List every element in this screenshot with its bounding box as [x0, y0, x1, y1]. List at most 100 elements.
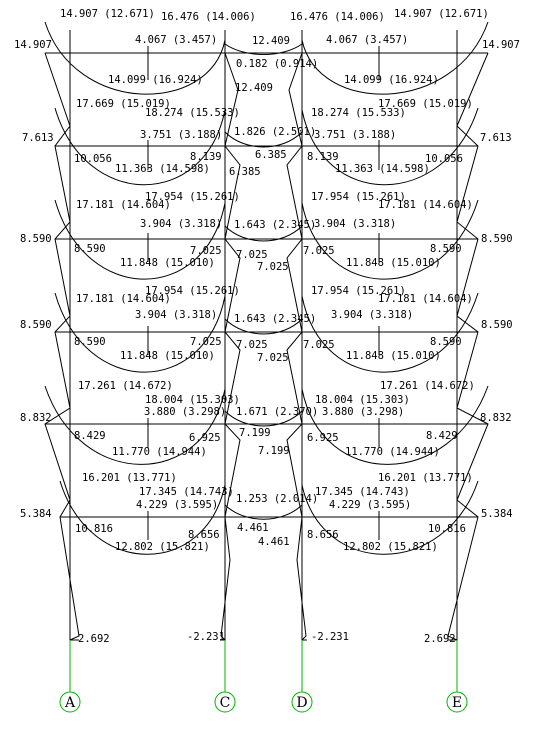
moment-label: 14.099 (16.924) — [344, 74, 439, 86]
grid-lines — [69, 640, 458, 692]
f2-span-right-moment — [301, 385, 489, 465]
moment-label: 8.590 — [74, 243, 106, 255]
moment-label: 5.384 — [481, 508, 513, 520]
moment-label: 8.590 — [481, 233, 513, 245]
moment-label: 8.139 — [307, 151, 339, 163]
moment-label: 1.826 (2.501) — [234, 126, 316, 138]
moment-label: 17.954 (15.261) — [145, 285, 240, 297]
moment-label: 11.363 (14.598) — [335, 163, 430, 175]
beam-lines — [45, 52, 488, 518]
moment-label: 11.848 (15.010) — [120, 350, 215, 362]
moment-label: 11.770 (14.944) — [345, 446, 440, 458]
moment-label: 12.802 (15.821) — [115, 541, 210, 553]
grid-bubble-c — [214, 691, 236, 713]
midspan-ticks — [147, 46, 380, 540]
moment-label: 10.056 — [425, 153, 463, 165]
f4-span-right-moment — [301, 199, 479, 280]
moment-label: 14.907 (12.671) — [60, 8, 155, 20]
f5-span-mid-moment — [224, 131, 303, 148]
moment-label: 17.345 (14.743) — [139, 486, 234, 498]
moment-label: 10.816 — [75, 523, 113, 535]
base-moment-label-d: -2.231 — [311, 631, 349, 643]
moment-label: 6.925 — [307, 432, 339, 444]
moment-label: 11.848 (15.010) — [346, 350, 441, 362]
moment-label: 7.613 — [480, 132, 512, 144]
moment-label: 16.476 (14.006) — [290, 11, 385, 23]
moment-label: 3.904 (3.318) — [314, 218, 396, 230]
moment-label: 17.181 (14.604) — [76, 199, 171, 211]
f1-span-right-moment — [301, 480, 479, 555]
moment-label: 8.590 — [430, 336, 462, 348]
f4-span-left-moment — [54, 199, 226, 280]
moment-label: 4.229 (3.595) — [329, 499, 411, 511]
moment-label: 4.461 — [237, 522, 269, 534]
moment-label: 11.848 (15.010) — [346, 257, 441, 269]
grid-bubbles: A C D E — [59, 691, 468, 713]
base-moment-label-a: 2.692 — [78, 633, 110, 645]
moment-label: 7.025 — [303, 339, 335, 351]
moment-label: 1.643 (2.345) — [234, 219, 316, 231]
column-d-moment — [286, 52, 307, 641]
moment-label: 18.274 (15.533) — [145, 107, 240, 119]
moment-label: 1.253 (2.014) — [236, 493, 318, 505]
moment-label: 6.385 — [229, 166, 261, 178]
moment-label: 7.025 — [236, 249, 268, 261]
grid-label-e: E — [452, 695, 462, 711]
moment-label: 4.067 (3.457) — [135, 34, 217, 46]
moment-label: 4.067 (3.457) — [326, 34, 408, 46]
moment-label: 4.229 (3.595) — [136, 499, 218, 511]
column-a-moment — [44, 52, 80, 641]
base-moment-label-c: -2.231 — [187, 631, 225, 643]
grid-label-d: D — [296, 695, 307, 711]
moment-label: 8.139 — [190, 151, 222, 163]
moment-label: 12.409 — [252, 35, 290, 47]
moment-label: 8.590 — [481, 319, 513, 331]
moment-label: 3.904 (3.318) — [140, 218, 222, 230]
beam-moment-curves — [44, 21, 489, 555]
moment-label: 8.429 — [74, 430, 106, 442]
moment-label: 8.832 — [20, 412, 52, 424]
grid-label-c: C — [220, 695, 231, 711]
moment-label: 17.954 (15.261) — [311, 191, 406, 203]
moment-label: 17.345 (14.743) — [315, 486, 410, 498]
moment-label: 17.669 (15.019) — [378, 98, 473, 110]
moment-label: 18.274 (15.533) — [311, 107, 406, 119]
f1-span-left-moment — [59, 480, 226, 555]
moment-label: 8.590 — [74, 336, 106, 348]
moment-label: 5.384 — [20, 508, 52, 520]
moment-label: 6.385 — [255, 149, 287, 161]
moment-label: 10.816 — [428, 523, 466, 535]
moment-label: 1.643 (2.345) — [234, 313, 316, 325]
moment-label: 3.904 (3.318) — [331, 309, 413, 321]
column-e-moment — [447, 52, 489, 641]
moment-labels: 14.907 (12.671) 16.476 (14.006) 16.476 (… — [14, 8, 520, 645]
moment-label: 14.907 — [482, 39, 520, 51]
moment-label: 7.199 — [239, 427, 271, 439]
roof-span-left-moment — [44, 21, 226, 95]
moment-label: 3.751 (3.188) — [140, 129, 222, 141]
moment-label: 7.025 — [303, 245, 335, 257]
grid-bubble-d — [291, 691, 313, 713]
f4-span-mid-moment — [224, 225, 303, 242]
moment-label: 12.409 — [235, 82, 273, 94]
moment-label: 3.880 (3.298) — [144, 406, 226, 418]
moment-label: 17.954 (15.261) — [145, 191, 240, 203]
moment-label: 8.590 — [430, 243, 462, 255]
moment-label: 8.656 — [307, 529, 339, 541]
roof-span-right-moment — [301, 21, 489, 95]
column-moment-outlines — [44, 52, 489, 641]
moment-label: 18.004 (15.303) — [145, 394, 240, 406]
moment-label: 17.181 (14.604) — [76, 293, 171, 305]
moment-label: 0.182 (0.914) — [236, 58, 318, 70]
f3-span-left-moment — [54, 292, 226, 373]
moment-label: 17.181 (14.604) — [378, 199, 473, 211]
moment-label: 17.669 (15.019) — [76, 98, 171, 110]
moment-label: 14.907 — [14, 39, 52, 51]
moment-label: 17.181 (14.604) — [378, 293, 473, 305]
moment-label: 3.751 (3.188) — [314, 129, 396, 141]
moment-label: 18.004 (15.303) — [315, 394, 410, 406]
moment-label: 16.201 (13.771) — [82, 472, 177, 484]
moment-label: 3.904 (3.318) — [135, 309, 217, 321]
moment-label: 4.461 — [258, 536, 290, 548]
